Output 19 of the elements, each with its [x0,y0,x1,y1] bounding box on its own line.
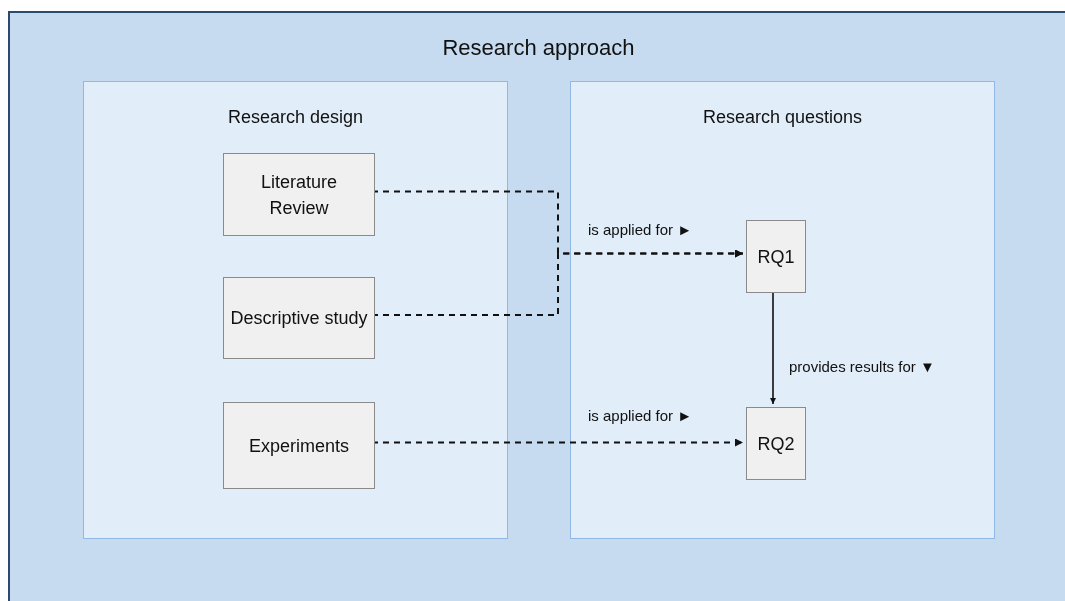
edge-label: is applied for ► [588,221,693,238]
edge-label: is applied for ► [588,407,693,424]
diagram-heading: Research approach [441,35,636,61]
box-label: Descriptive study [229,307,369,330]
box-label: Experiments [247,434,350,458]
process-box [223,277,375,359]
box-label: Literature Review [259,170,338,220]
box-label: RQ2 [756,432,796,456]
process-box [746,407,806,480]
process-box [223,153,375,236]
process-box [746,220,806,293]
group-heading: Research design [226,107,365,128]
box-label: RQ1 [756,245,796,269]
edge-label: provides results for ▼ [789,358,935,375]
group-heading: Research questions [701,107,864,128]
process-box [223,402,375,489]
group-panel [83,81,508,539]
group-panel [570,81,995,539]
outer-container [8,11,1065,601]
